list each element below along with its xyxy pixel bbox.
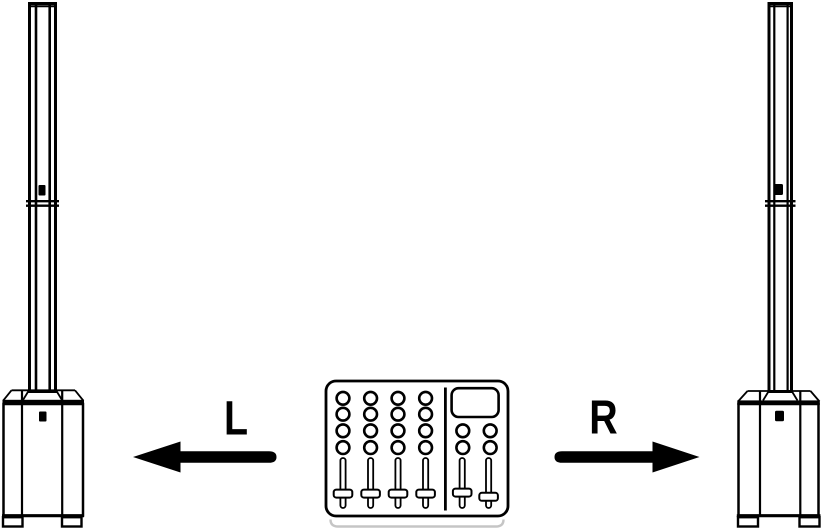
right-column-array — [765, 2, 796, 393]
fader-handle — [360, 488, 381, 499]
mixer-knob — [390, 390, 406, 406]
mixer-knob — [417, 423, 434, 439]
sub-foot — [798, 516, 821, 528]
mixer-knob — [482, 439, 498, 456]
fader-handle — [387, 488, 409, 499]
mixer-fader — [387, 457, 409, 509]
mixer-fader — [451, 457, 473, 509]
mixer-knobs-left — [335, 390, 434, 456]
mixer-knob — [390, 439, 406, 456]
mixer-knob — [362, 439, 379, 456]
fader-handle — [332, 488, 354, 499]
mixer-knob — [455, 423, 471, 439]
mixer-fader — [478, 457, 499, 509]
mixer-screen — [450, 386, 500, 419]
mixer-knob — [362, 390, 379, 406]
right-arrow-icon — [554, 441, 700, 473]
right-channel-label: R — [589, 391, 617, 445]
mixer-knob — [482, 423, 498, 439]
left-subwoofer — [1, 389, 85, 528]
fader-handle — [451, 487, 473, 498]
sub-top-edge — [2, 399, 84, 405]
mixer-knob — [417, 390, 434, 406]
mixer-shadow — [329, 519, 505, 528]
mixer-fader — [332, 457, 354, 509]
fader-handle — [415, 488, 436, 499]
mixer-fader — [360, 457, 381, 509]
mixer-knob — [335, 439, 351, 456]
mixer-knob — [417, 439, 434, 456]
fader-handle — [478, 491, 499, 502]
brand-logo-icon — [775, 410, 784, 422]
mixer-knob — [390, 406, 406, 422]
mixer-knob — [362, 406, 379, 422]
brand-logo-icon — [38, 185, 46, 196]
left-speaker — [1, 2, 85, 528]
brand-logo-icon — [773, 184, 783, 195]
sub-foot — [60, 516, 83, 528]
mixer-knob — [335, 406, 351, 422]
sub-top-edge — [737, 400, 820, 405]
mixer-fader — [415, 457, 436, 509]
mixer-faders — [332, 457, 499, 509]
mixer-knob — [362, 423, 379, 439]
mixer — [324, 379, 510, 528]
left-channel-label: L — [224, 392, 248, 446]
left-column-array — [26, 2, 59, 393]
sub-foot — [1, 516, 24, 528]
brand-logo-icon — [39, 411, 47, 422]
mixer-knob — [335, 390, 351, 406]
mixer-knob — [417, 406, 434, 422]
mixer-knob — [455, 439, 471, 456]
left-arrow-icon — [133, 441, 277, 473]
mixer-knob — [390, 423, 406, 439]
mixer-knobs-right — [455, 423, 498, 456]
right-subwoofer — [736, 390, 821, 528]
sub-foot — [736, 516, 760, 528]
right-speaker — [736, 2, 821, 528]
mixer-knob — [335, 423, 351, 439]
